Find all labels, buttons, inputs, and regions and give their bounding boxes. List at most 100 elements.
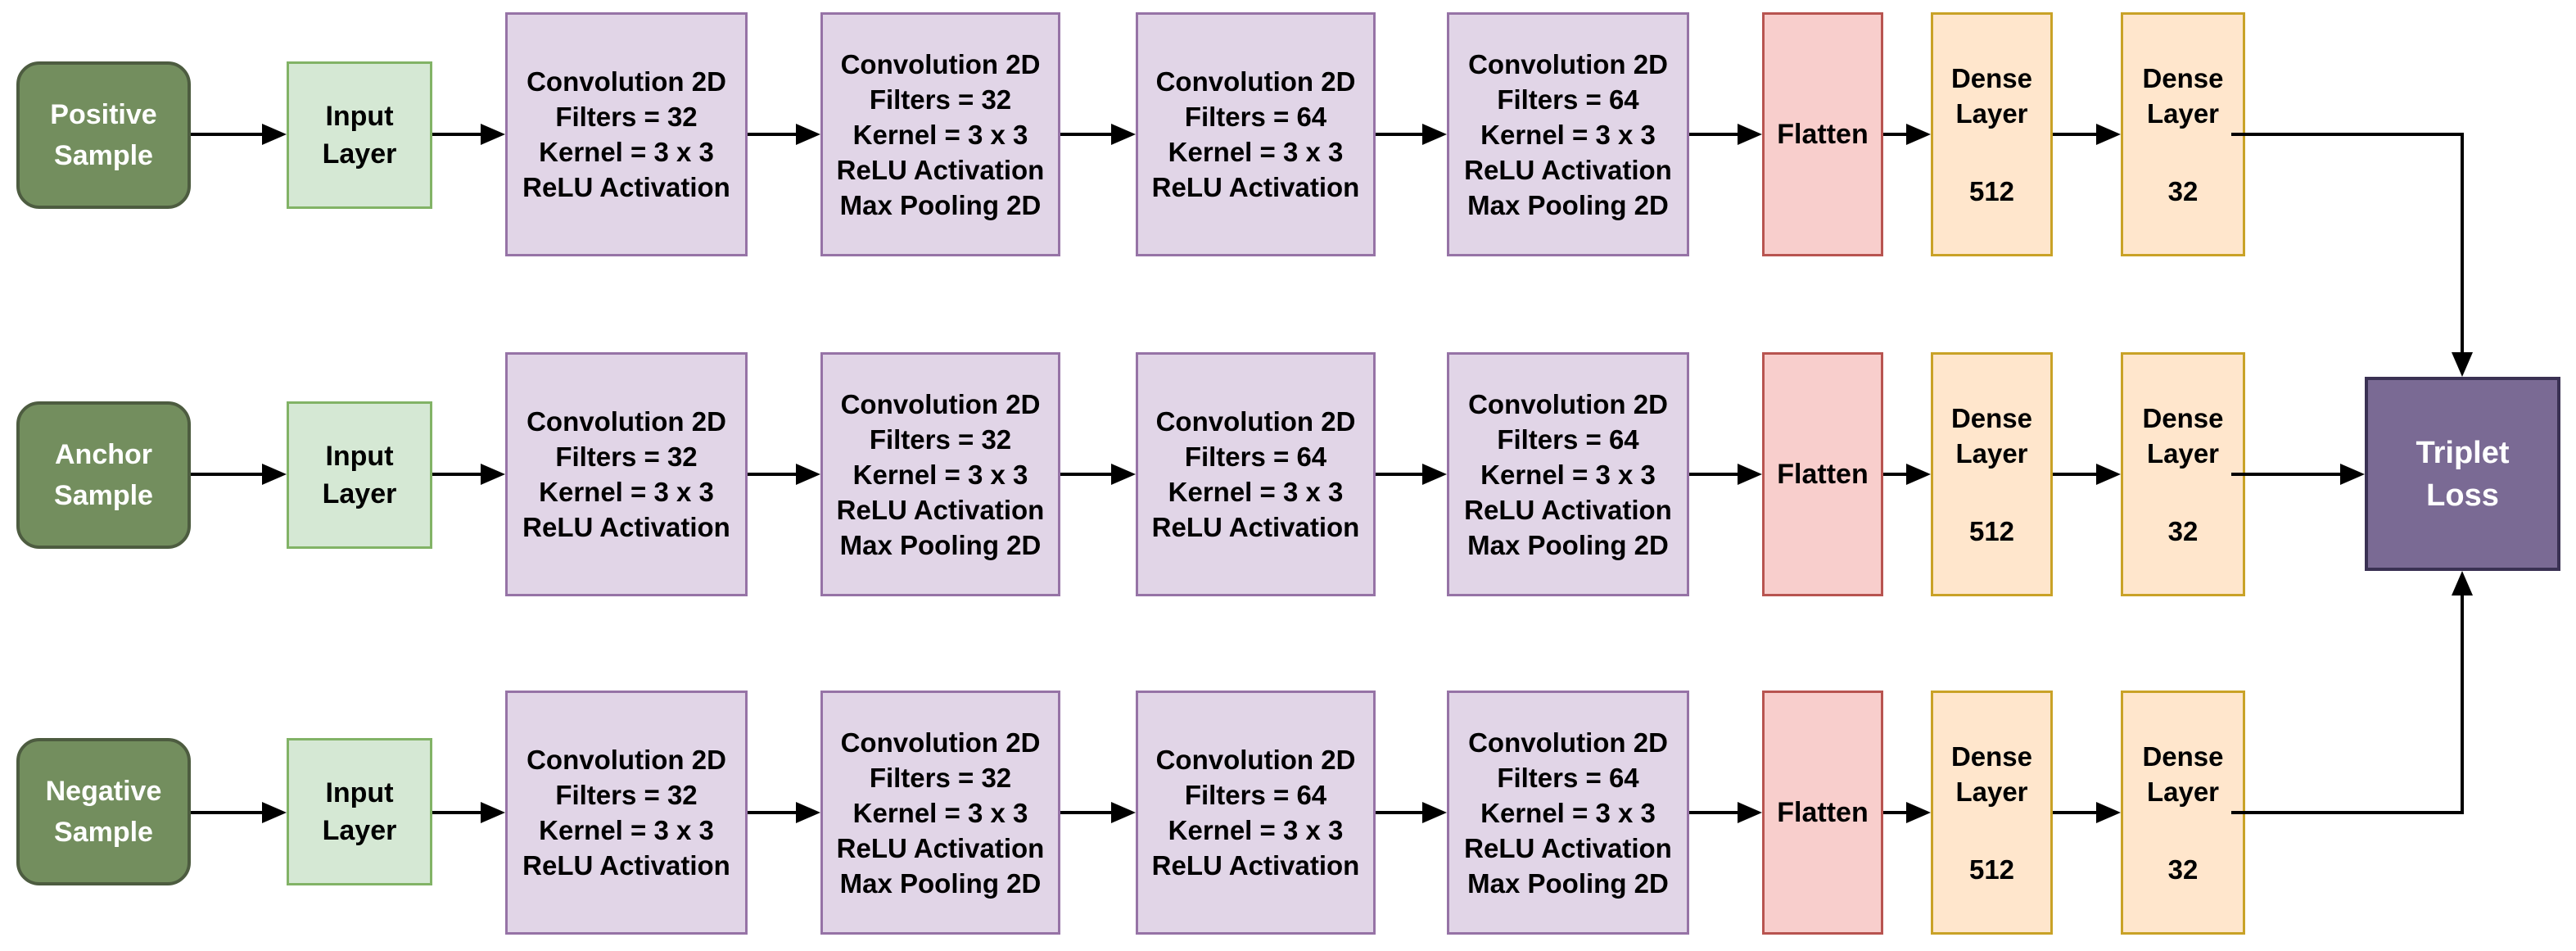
conv-line: Filters = 32 [869, 762, 1012, 793]
conv2d-64-box: Convolution 2D Filters = 64 Kernel = 3 x… [1136, 12, 1376, 256]
conv-line: Kernel = 3 x 3 [1480, 797, 1656, 828]
conv-line: Filters = 64 [1184, 442, 1327, 472]
conv-line: ReLU Activation [1151, 172, 1360, 202]
negative-sample-box: Negative Sample [16, 738, 191, 885]
flatten-label: Flatten [1777, 118, 1869, 150]
conv-line: Filters = 32 [555, 442, 698, 472]
conv2d-64-box: Convolution 2D Filters = 64 Kernel = 3 x… [1136, 691, 1376, 935]
dense-32-box: Dense Layer 32 [2121, 352, 2245, 596]
dense-units: 512 [1968, 515, 2015, 546]
arrowhead-right-icon [796, 802, 820, 823]
conv-line: Convolution 2D [1468, 48, 1668, 79]
connector-line [1883, 811, 1909, 814]
flatten-box: Flatten [1762, 12, 1883, 256]
conv-line: ReLU Activation [1464, 832, 1672, 863]
arrowhead-right-icon [1422, 124, 1447, 145]
connector-line [2231, 811, 2464, 814]
dense-512-box: Dense Layer 512 [1931, 12, 2053, 256]
arrowhead-right-icon [481, 124, 505, 145]
dense-line: Layer [1955, 437, 2028, 469]
conv-line: ReLU Activation [836, 832, 1045, 863]
connector-line [1060, 811, 1114, 814]
dense-32-box: Dense Layer 32 [2121, 12, 2245, 256]
dense-units: 512 [1968, 175, 2015, 206]
dense-512-box: Dense Layer 512 [1931, 691, 2053, 935]
dense-line: Dense [1950, 740, 2033, 772]
input-layer-box: Input Layer [287, 61, 432, 209]
positive-sample-box: Positive Sample [16, 61, 191, 209]
sample-label-line: Sample [54, 140, 153, 171]
arrowhead-right-icon [2096, 802, 2121, 823]
sample-label-line: Positive [50, 99, 157, 130]
connector-line [1883, 133, 1909, 136]
connector-line [2053, 473, 2099, 476]
conv-line: Convolution 2D [1468, 727, 1668, 758]
connector-line [2053, 811, 2099, 814]
connector-line [1689, 811, 1741, 814]
input-layer-line: Input [325, 777, 394, 808]
arrowhead-right-icon [796, 464, 820, 485]
arrowhead-right-icon [1906, 802, 1931, 823]
arrowhead-right-icon [2340, 464, 2365, 485]
conv2d-32-maxpool-box: Convolution 2D Filters = 32 Kernel = 3 x… [820, 691, 1060, 935]
dense-line: Dense [2142, 740, 2224, 772]
conv-line: ReLU Activation [1464, 494, 1672, 525]
conv-line: Max Pooling 2D [839, 189, 1042, 220]
connector-line [2231, 473, 2343, 476]
dense-units: 32 [2167, 175, 2199, 206]
conv-line: Convolution 2D [526, 745, 726, 775]
connector-line [1060, 133, 1114, 136]
sample-label-line: Negative [45, 776, 162, 807]
conv-line: Kernel = 3 x 3 [1168, 477, 1344, 507]
dense-line: Layer [1955, 97, 2028, 129]
dense-line: Dense [1950, 62, 2033, 93]
arrowhead-right-icon [1422, 464, 1447, 485]
dense-line: Layer [2146, 776, 2220, 807]
connector-line [1883, 473, 1909, 476]
conv-line: Convolution 2D [1155, 745, 1356, 775]
arrowhead-right-icon [1422, 802, 1447, 823]
connector-line [432, 473, 484, 476]
dense-32-box: Dense Layer 32 [2121, 691, 2245, 935]
conv-line: Kernel = 3 x 3 [539, 137, 714, 167]
conv-line: Kernel = 3 x 3 [539, 815, 714, 845]
conv-line: Kernel = 3 x 3 [852, 797, 1028, 828]
connector-line [432, 811, 484, 814]
dense-units: 32 [2167, 854, 2199, 885]
conv2d-32-maxpool-box: Convolution 2D Filters = 32 Kernel = 3 x… [820, 12, 1060, 256]
arrowhead-right-icon [1906, 464, 1931, 485]
conv2d-64-box: Convolution 2D Filters = 64 Kernel = 3 x… [1136, 352, 1376, 596]
arrowhead-right-icon [1738, 464, 1762, 485]
conv-line: Filters = 32 [555, 780, 698, 810]
input-layer-line: Layer [322, 815, 397, 846]
conv-line: Kernel = 3 x 3 [1480, 119, 1656, 150]
conv-line: Filters = 64 [1497, 423, 1639, 455]
conv-line: Filters = 32 [555, 102, 698, 132]
arrowhead-right-icon [2096, 464, 2121, 485]
conv-line: Filters = 64 [1184, 780, 1327, 810]
anchor-sample-box: Anchor Sample [16, 401, 191, 549]
triplet-loss-line: Loss [2426, 478, 2499, 513]
arrowhead-right-icon [262, 124, 287, 145]
conv-line: ReLU Activation [522, 850, 730, 881]
arrowhead-right-icon [1906, 124, 1931, 145]
conv-line: Filters = 32 [869, 84, 1012, 115]
arrowhead-right-icon [1738, 124, 1762, 145]
connector-line [1689, 473, 1741, 476]
dense-line: Dense [1950, 402, 2033, 433]
conv2d-64-maxpool-box: Convolution 2D Filters = 64 Kernel = 3 x… [1447, 691, 1689, 935]
conv-line: Convolution 2D [1468, 388, 1668, 419]
conv-line: Kernel = 3 x 3 [852, 119, 1028, 150]
flatten-box: Flatten [1762, 691, 1883, 935]
flatten-box: Flatten [1762, 352, 1883, 596]
conv-line: Convolution 2D [1155, 406, 1356, 437]
conv-line: Convolution 2D [840, 727, 1041, 758]
conv2d-64-maxpool-box: Convolution 2D Filters = 64 Kernel = 3 x… [1447, 352, 1689, 596]
conv-line: Kernel = 3 x 3 [1168, 137, 1344, 167]
conv-line: Filters = 64 [1497, 762, 1639, 793]
conv2d-32-box: Convolution 2D Filters = 32 Kernel = 3 x… [505, 12, 748, 256]
dense-line: Dense [2142, 62, 2224, 93]
conv-line: Filters = 32 [869, 423, 1012, 455]
conv-line: ReLU Activation [1151, 512, 1360, 542]
arrowhead-right-icon [481, 802, 505, 823]
